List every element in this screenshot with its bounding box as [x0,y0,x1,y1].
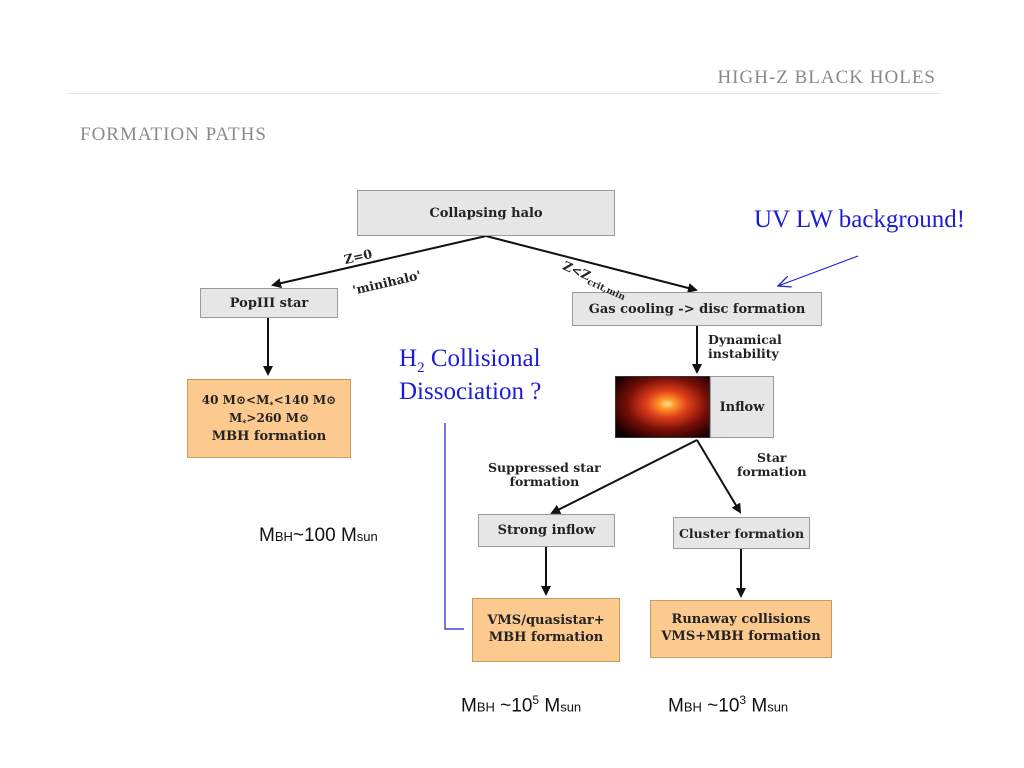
gas-cooling-box: Gas cooling -> disc formation [572,292,822,326]
popiii-mass-range-line: 40 M⊙<M*<140 M⊙ [202,392,336,410]
popiii-mass-high-line: M*>260 M⊙ [229,410,309,428]
h2-subscript: 2 [417,360,425,376]
h2-symbol: H [399,345,418,372]
result-msun: M [746,695,768,717]
result-value: ~10 [494,695,533,717]
star-subscript: * [269,398,274,409]
solar-symbol: ⊙ [299,410,310,425]
result-exponent: 5 [532,693,540,707]
popiii-mass-high-value: >260 M [246,410,299,425]
vms-mbh-mass-result: MBH ~105 Msun [461,693,581,717]
edge-label-dynamical-instability: Dynamical instability [708,332,782,362]
arrow-inflow-to-strong [550,439,698,514]
vms-quasistar-label: VMS/quasistar+ MBH formation [487,613,605,645]
star-subscript: * [242,417,247,428]
h2-bracket-line [444,423,464,630]
popiii-star-label: PopIII star [229,295,309,311]
popiii-star-box: PopIII star [200,288,338,318]
popiii-mass-max: <140 M [273,392,327,407]
result-m: M [668,695,684,717]
runaway-collisions-box: Runaway collisions VMS+MBH formation [650,600,832,658]
result-msun: M [539,695,561,717]
popiii-mbh-mass-result: MBH~100 Msun [259,525,378,547]
runaway-mbh-mass-result: MBH ~103 Msun [668,693,788,717]
vms-quasistar-box: VMS/quasistar+ MBH formation [472,598,620,662]
arrow-halo-to-gascooling [485,235,698,293]
strong-inflow-box: Strong inflow [478,514,615,547]
strong-inflow-label: Strong inflow [497,523,596,538]
result-sun-subscript: sun [560,699,582,715]
cluster-formation-box: Cluster formation [673,517,810,549]
gas-cooling-label: Gas cooling -> disc formation [588,301,806,317]
collapsing-halo-box: Collapsing halo [357,190,615,236]
inflow-box: Inflow [710,376,774,438]
solar-symbol: ⊙ [326,392,337,407]
section-title: FORMATION PATHS [80,124,267,145]
dissociation-text: Dissociation ? [399,378,542,405]
result-sun-subscript: sun [767,699,789,715]
result-value: ~100 M [292,525,357,546]
result-m: M [461,695,477,717]
collapsing-halo-label: Collapsing halo [429,205,543,221]
h2-collisional-dissociation-note: H2 Collisional Dissociation ? [399,344,541,407]
result-bh-subscript: BH [683,699,702,715]
result-exponent: 3 [739,693,747,707]
header-divider [68,93,940,94]
popiii-mbh-formation-label: MBH formation [211,428,327,444]
edge-label-star-formation: Star formation [737,450,807,480]
result-bh-subscript: BH [274,529,293,544]
result-bh-subscript: BH [476,699,495,715]
popiii-mbh-result-box: 40 M⊙<M*<140 M⊙ M*>260 M⊙ MBH formation [187,379,351,458]
result-value: ~10 [701,695,740,717]
arrow-inflow-to-cluster [696,439,742,514]
result-m: M [259,525,275,546]
spiral-galaxy-image [615,376,710,438]
uv-pointer-arrow [778,255,859,286]
edge-label-suppressed-star-formation: Suppressed star formation [488,460,601,490]
popiii-mass-star: <M [246,392,270,407]
slide-header-title: HIGH-Z BLACK HOLES [717,67,936,88]
runaway-collisions-label: Runaway collisions VMS+MBH formation [661,612,821,644]
collisional-text: Collisional [424,345,541,372]
popiii-mass-high-m: M [228,410,243,425]
inflow-label: Inflow [719,399,765,415]
result-sun-subscript: sun [356,529,378,544]
uv-lw-background-note: UV LW background! [754,206,966,233]
cluster-formation-label: Cluster formation [678,525,805,541]
solar-symbol: ⊙ [235,392,247,407]
popiii-mass-min: 40 M [201,392,236,407]
arrow-halo-to-popiii [271,235,487,289]
h2-collisional-line: H2 Collisional [399,344,541,377]
